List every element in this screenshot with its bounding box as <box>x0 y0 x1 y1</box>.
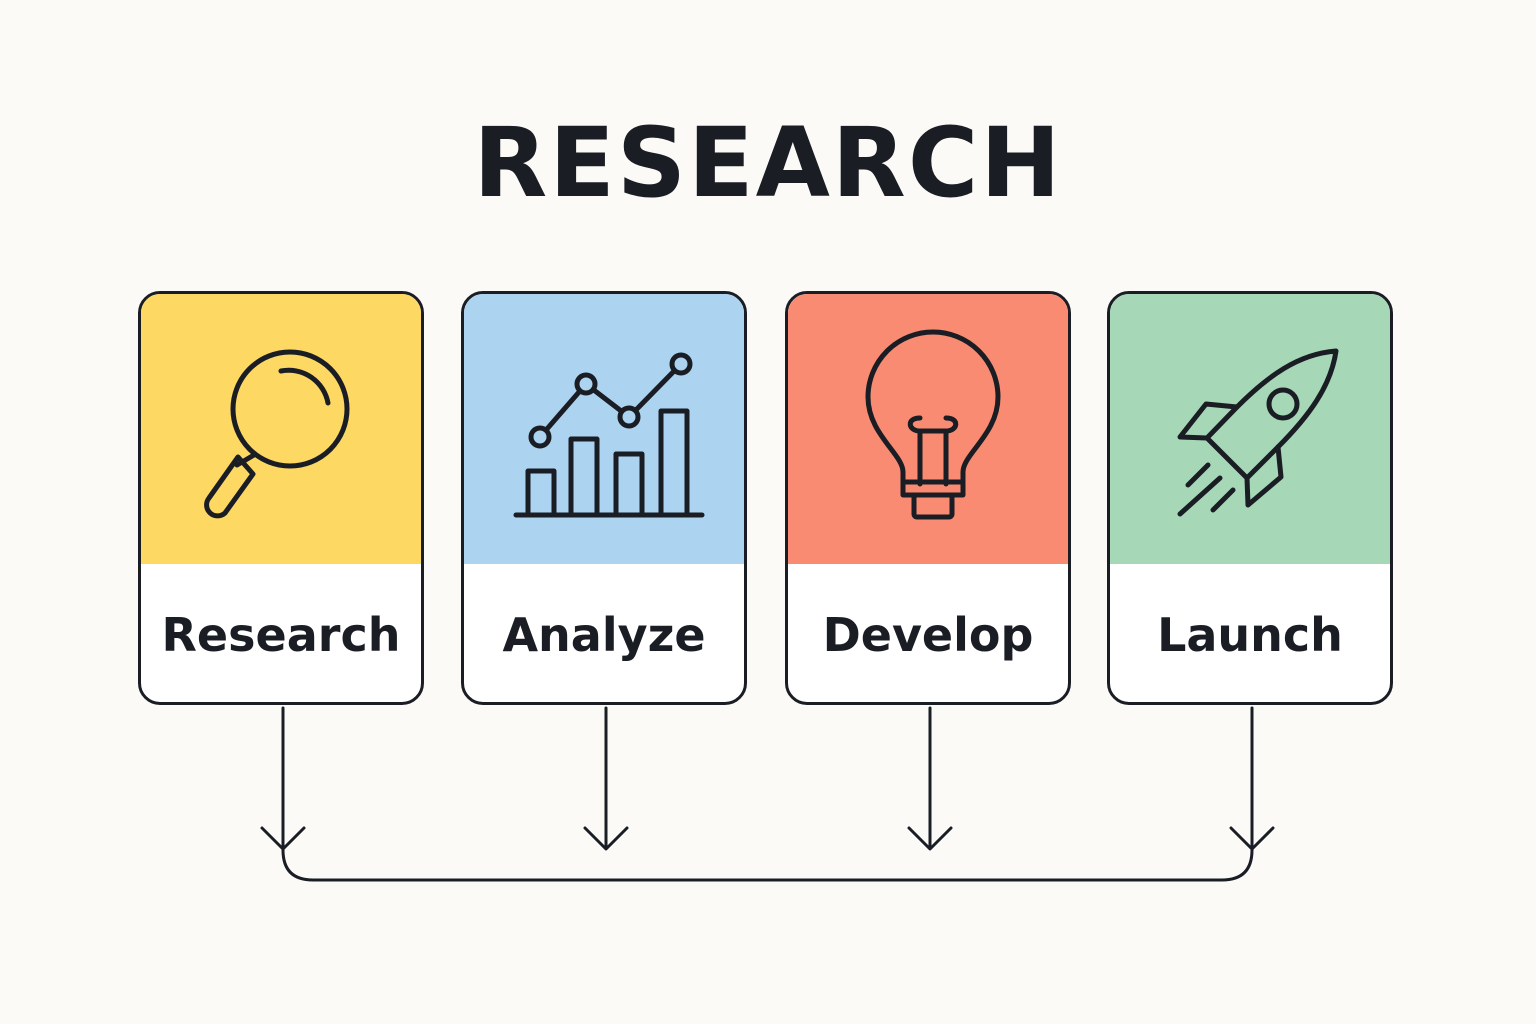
diagram-title: RESEARCH <box>473 107 1063 219</box>
step-card-header <box>788 294 1068 564</box>
step-card-header <box>141 294 421 564</box>
step-label: Research <box>161 607 401 662</box>
rocket-icon <box>1177 348 1339 517</box>
arrowhead-develop <box>907 826 953 851</box>
merge-line <box>281 848 1254 882</box>
step-label: Launch <box>1157 607 1343 662</box>
step-card-analyze: Analyze <box>461 291 747 705</box>
step-label: Develop <box>822 607 1034 662</box>
step-card-research: Research <box>138 291 424 705</box>
step-card-header <box>464 294 744 564</box>
step-label: Analyze <box>502 607 706 662</box>
step-card-launch: Launch <box>1107 291 1393 705</box>
magnifying-glass-icon <box>204 349 350 519</box>
step-card-header <box>1110 294 1390 564</box>
chart-icon <box>513 352 705 518</box>
lightbulb-icon <box>865 329 1001 520</box>
arrowhead-analyze <box>583 826 629 851</box>
step-card-develop: Develop <box>785 291 1071 705</box>
